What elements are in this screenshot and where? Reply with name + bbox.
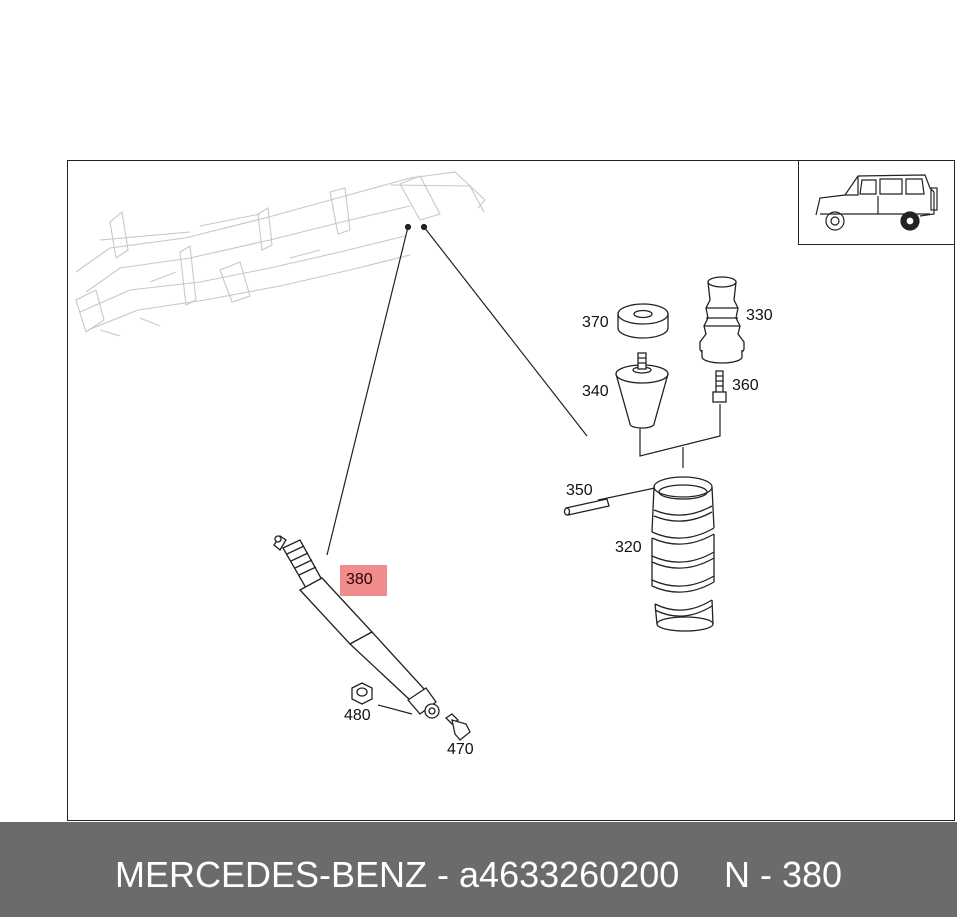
part-340-cone-stop [615, 352, 669, 429]
part-370-washer [617, 303, 669, 339]
page-reference: N - 380 [724, 854, 843, 895]
leader-lines [326, 223, 721, 715]
vehicle-inset [798, 160, 955, 245]
part-label-350: 350 [566, 482, 593, 499]
parts-diagram: 370 330 340 360 350 320 480 470 380 [67, 160, 955, 821]
part-label-330: 330 [746, 307, 773, 324]
part-label-480: 480 [344, 707, 371, 724]
part-label-360: 360 [732, 377, 759, 394]
footer-bar: MERCEDES-BENZ - a4633260200 N - 380 [0, 822, 957, 917]
part-360-bolt [712, 370, 727, 403]
part-350-pin [563, 498, 610, 516]
highlighted-part-marker[interactable] [340, 565, 387, 596]
part-380-shock-absorber [273, 535, 440, 719]
part-label-340: 340 [582, 383, 609, 400]
chassis-frame-drawing [75, 171, 486, 337]
part-470-bolt [444, 713, 471, 741]
part-330-bump-stop [699, 276, 745, 364]
brand-part-number: MERCEDES-BENZ - a4633260200 [115, 854, 680, 895]
diagram-frame [67, 160, 955, 821]
part-label-320: 320 [615, 539, 642, 556]
suv-icon [815, 174, 938, 231]
part-label-380[interactable]: 380 [346, 571, 373, 588]
part-label-470: 470 [447, 741, 474, 758]
part-480-nut [351, 682, 373, 705]
part-320-coil-spring [651, 476, 715, 632]
part-label-370: 370 [582, 314, 609, 331]
diagram-drawing [67, 160, 955, 821]
